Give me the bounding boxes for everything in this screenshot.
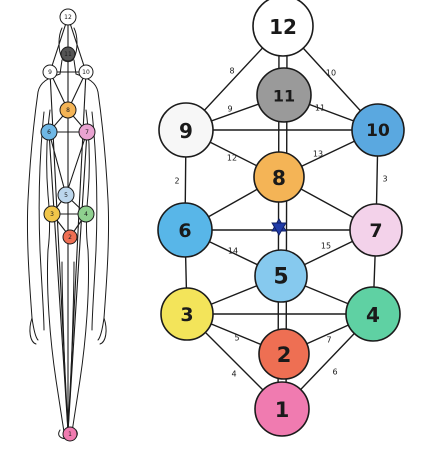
tree-node-label-5: 5 bbox=[273, 265, 288, 290]
tree-node-4: 4 bbox=[346, 287, 400, 341]
path-label-13: 13 bbox=[313, 150, 323, 159]
tree-node-7: 7 bbox=[350, 204, 402, 256]
tree-node-label-2: 2 bbox=[277, 343, 292, 367]
tree-node-9: 9 bbox=[159, 103, 213, 157]
path-label-4: 4 bbox=[231, 370, 236, 379]
tree-node-8: 8 bbox=[254, 152, 304, 202]
path-label-10: 10 bbox=[326, 69, 336, 78]
tree-node-label-3: 3 bbox=[180, 304, 193, 326]
tree-node-label-6: 6 bbox=[178, 220, 191, 242]
tree-node-label-9: 9 bbox=[179, 119, 193, 143]
figure-node-label-8: 8 bbox=[66, 107, 70, 114]
tree-node-12: 12 bbox=[253, 0, 313, 56]
figure-node-label-6: 6 bbox=[47, 129, 51, 136]
tree-node-label-12: 12 bbox=[269, 15, 297, 39]
figure-node-label-4: 4 bbox=[84, 211, 88, 218]
figure-node-12: 12 bbox=[60, 9, 76, 25]
tree-node-label-10: 10 bbox=[366, 121, 390, 141]
figure-node-1: 1 bbox=[63, 427, 77, 441]
figure-node-4: 4 bbox=[78, 206, 94, 222]
path-label-14: 14 bbox=[228, 247, 238, 256]
tree-node-label-1: 1 bbox=[275, 398, 290, 422]
figure-node-11: 11 bbox=[61, 47, 75, 61]
figure-node-label-2: 2 bbox=[68, 234, 72, 241]
tree-node-1: 1 bbox=[255, 382, 309, 436]
tree-node-6: 6 bbox=[158, 203, 212, 257]
figure-node-9: 9 bbox=[43, 65, 57, 79]
figure-node-5: 5 bbox=[58, 187, 74, 203]
figure-node-2: 2 bbox=[63, 230, 77, 244]
figure-node-label-3: 3 bbox=[50, 211, 54, 218]
tree-node-label-7: 7 bbox=[369, 220, 382, 242]
tree-node-label-4: 4 bbox=[366, 303, 380, 327]
figure-node-7: 7 bbox=[79, 124, 95, 140]
tree-node-10: 10 bbox=[352, 104, 404, 156]
figure-node-label-11: 11 bbox=[64, 51, 72, 58]
path-label-8: 8 bbox=[229, 67, 234, 76]
figure-node-label-12: 12 bbox=[64, 14, 72, 21]
path-label-11: 11 bbox=[315, 104, 325, 113]
figure-node-6: 6 bbox=[41, 124, 57, 140]
human-figure: 12 11 9 10 8 6 7 5 3 4 2 1 bbox=[27, 9, 108, 441]
path-label-7: 7 bbox=[326, 336, 331, 345]
figure-node-label-5: 5 bbox=[64, 192, 68, 199]
tree-nodes: 12 11 9 10 8 6 7 5 3 4 2 1 bbox=[158, 0, 404, 436]
figure-node-8: 8 bbox=[60, 102, 76, 118]
figure-node-label-10: 10 bbox=[82, 69, 90, 76]
figure-node-3: 3 bbox=[44, 206, 60, 222]
tree-node-5: 5 bbox=[255, 250, 307, 302]
path-label-6: 6 bbox=[332, 368, 337, 377]
tree-node-label-8: 8 bbox=[272, 166, 286, 190]
figure-node-label-1: 1 bbox=[68, 431, 72, 438]
figure-node-label-9: 9 bbox=[48, 69, 52, 76]
path-label-9: 9 bbox=[227, 105, 232, 114]
tree-node-label-11: 11 bbox=[273, 87, 295, 106]
tree-node-3: 3 bbox=[161, 288, 213, 340]
tree-diagram: 8 10 9 11 12 13 2 3 14 15 5 7 4 6 12 11 9 10 8 6 7 5 3 4 2 1 bbox=[158, 0, 404, 436]
path-label-3: 3 bbox=[382, 175, 387, 184]
path-label-12: 12 bbox=[227, 154, 237, 163]
star-icon bbox=[272, 219, 286, 235]
path-label-15: 15 bbox=[321, 242, 331, 251]
tree-node-2: 2 bbox=[259, 329, 309, 379]
tree-node-11: 11 bbox=[257, 68, 311, 122]
figure-node-label-7: 7 bbox=[85, 129, 89, 136]
figure-node-10: 10 bbox=[79, 65, 93, 79]
path-label-5: 5 bbox=[234, 334, 239, 343]
path-label-2: 2 bbox=[174, 177, 179, 186]
